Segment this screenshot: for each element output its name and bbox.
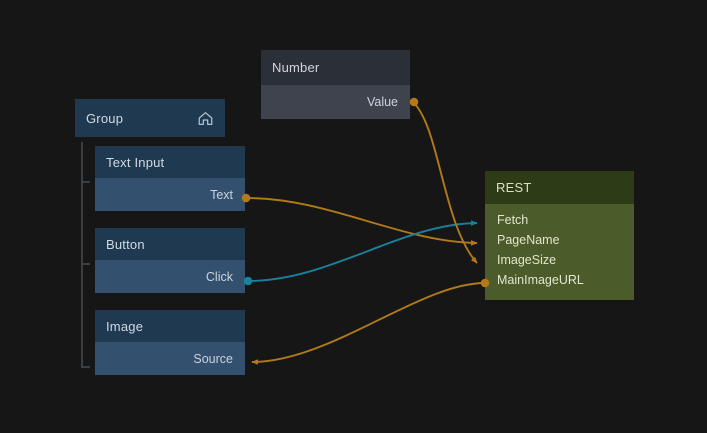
node-button[interactable]: Button Click — [95, 228, 245, 293]
group-tree-branch-image — [81, 366, 90, 368]
node-button-title: Button — [106, 236, 145, 252]
edge-text-to-pagename — [245, 197, 478, 246]
port-text-out-marker[interactable] — [240, 192, 252, 204]
node-text-input-header[interactable]: Text Input — [95, 146, 245, 178]
node-number[interactable]: Number Value — [261, 50, 410, 119]
port-value-out-marker[interactable] — [408, 96, 420, 108]
edge-click-to-fetch — [247, 220, 478, 282]
port-pagename-label: PageName — [497, 233, 560, 247]
port-row-mainimageurl[interactable]: MainImageURL — [485, 270, 634, 290]
port-row-pagename[interactable]: PageName — [485, 230, 634, 250]
node-group[interactable]: Group — [75, 99, 225, 137]
node-number-body: Value — [261, 85, 410, 119]
port-value-out-label[interactable]: Value — [366, 95, 398, 109]
node-rest[interactable]: REST Fetch PageName ImageSize MainImageU… — [485, 171, 634, 305]
node-image[interactable]: Image Source — [95, 310, 245, 375]
node-button-header[interactable]: Button — [95, 228, 245, 260]
group-tree-branch-text-input — [81, 181, 90, 183]
node-number-title: Number — [272, 60, 320, 75]
port-row-fetch[interactable]: Fetch — [485, 210, 634, 230]
node-text-input-body: Text — [95, 178, 245, 211]
home-icon[interactable] — [197, 111, 214, 126]
port-mainimageurl-out-marker[interactable] — [479, 277, 491, 289]
node-rest-body: Fetch PageName ImageSize MainImageURL — [485, 204, 634, 300]
port-text-out-label[interactable]: Text — [210, 187, 233, 202]
node-rest-title: REST — [496, 180, 532, 195]
group-tree-branch-button — [81, 263, 90, 265]
port-click-out-label[interactable]: Click — [205, 269, 233, 284]
node-group-title: Group — [86, 110, 124, 126]
port-click-out-marker[interactable] — [242, 275, 254, 287]
port-mainimageurl-label: MainImageURL — [497, 273, 584, 287]
node-text-input-title: Text Input — [106, 154, 165, 170]
port-fetch-label: Fetch — [497, 213, 529, 227]
port-row-imagesize[interactable]: ImageSize — [485, 250, 634, 270]
port-imagesize-label: ImageSize — [497, 253, 557, 267]
node-image-header[interactable]: Image — [95, 310, 245, 342]
node-button-body: Click — [95, 260, 245, 293]
edge-value-to-imagesize — [413, 102, 478, 264]
node-image-body: Source — [95, 342, 245, 375]
node-image-title: Image — [106, 318, 144, 334]
node-group-header[interactable]: Group — [75, 99, 225, 137]
node-number-header[interactable]: Number — [261, 50, 410, 85]
group-tree-vertical — [81, 142, 83, 367]
node-rest-header[interactable]: REST — [485, 171, 634, 204]
node-text-input[interactable]: Text Input Text — [95, 146, 245, 211]
edge-mainimageurl-to-source — [251, 282, 486, 365]
port-source-in-label[interactable]: Source — [193, 351, 233, 366]
